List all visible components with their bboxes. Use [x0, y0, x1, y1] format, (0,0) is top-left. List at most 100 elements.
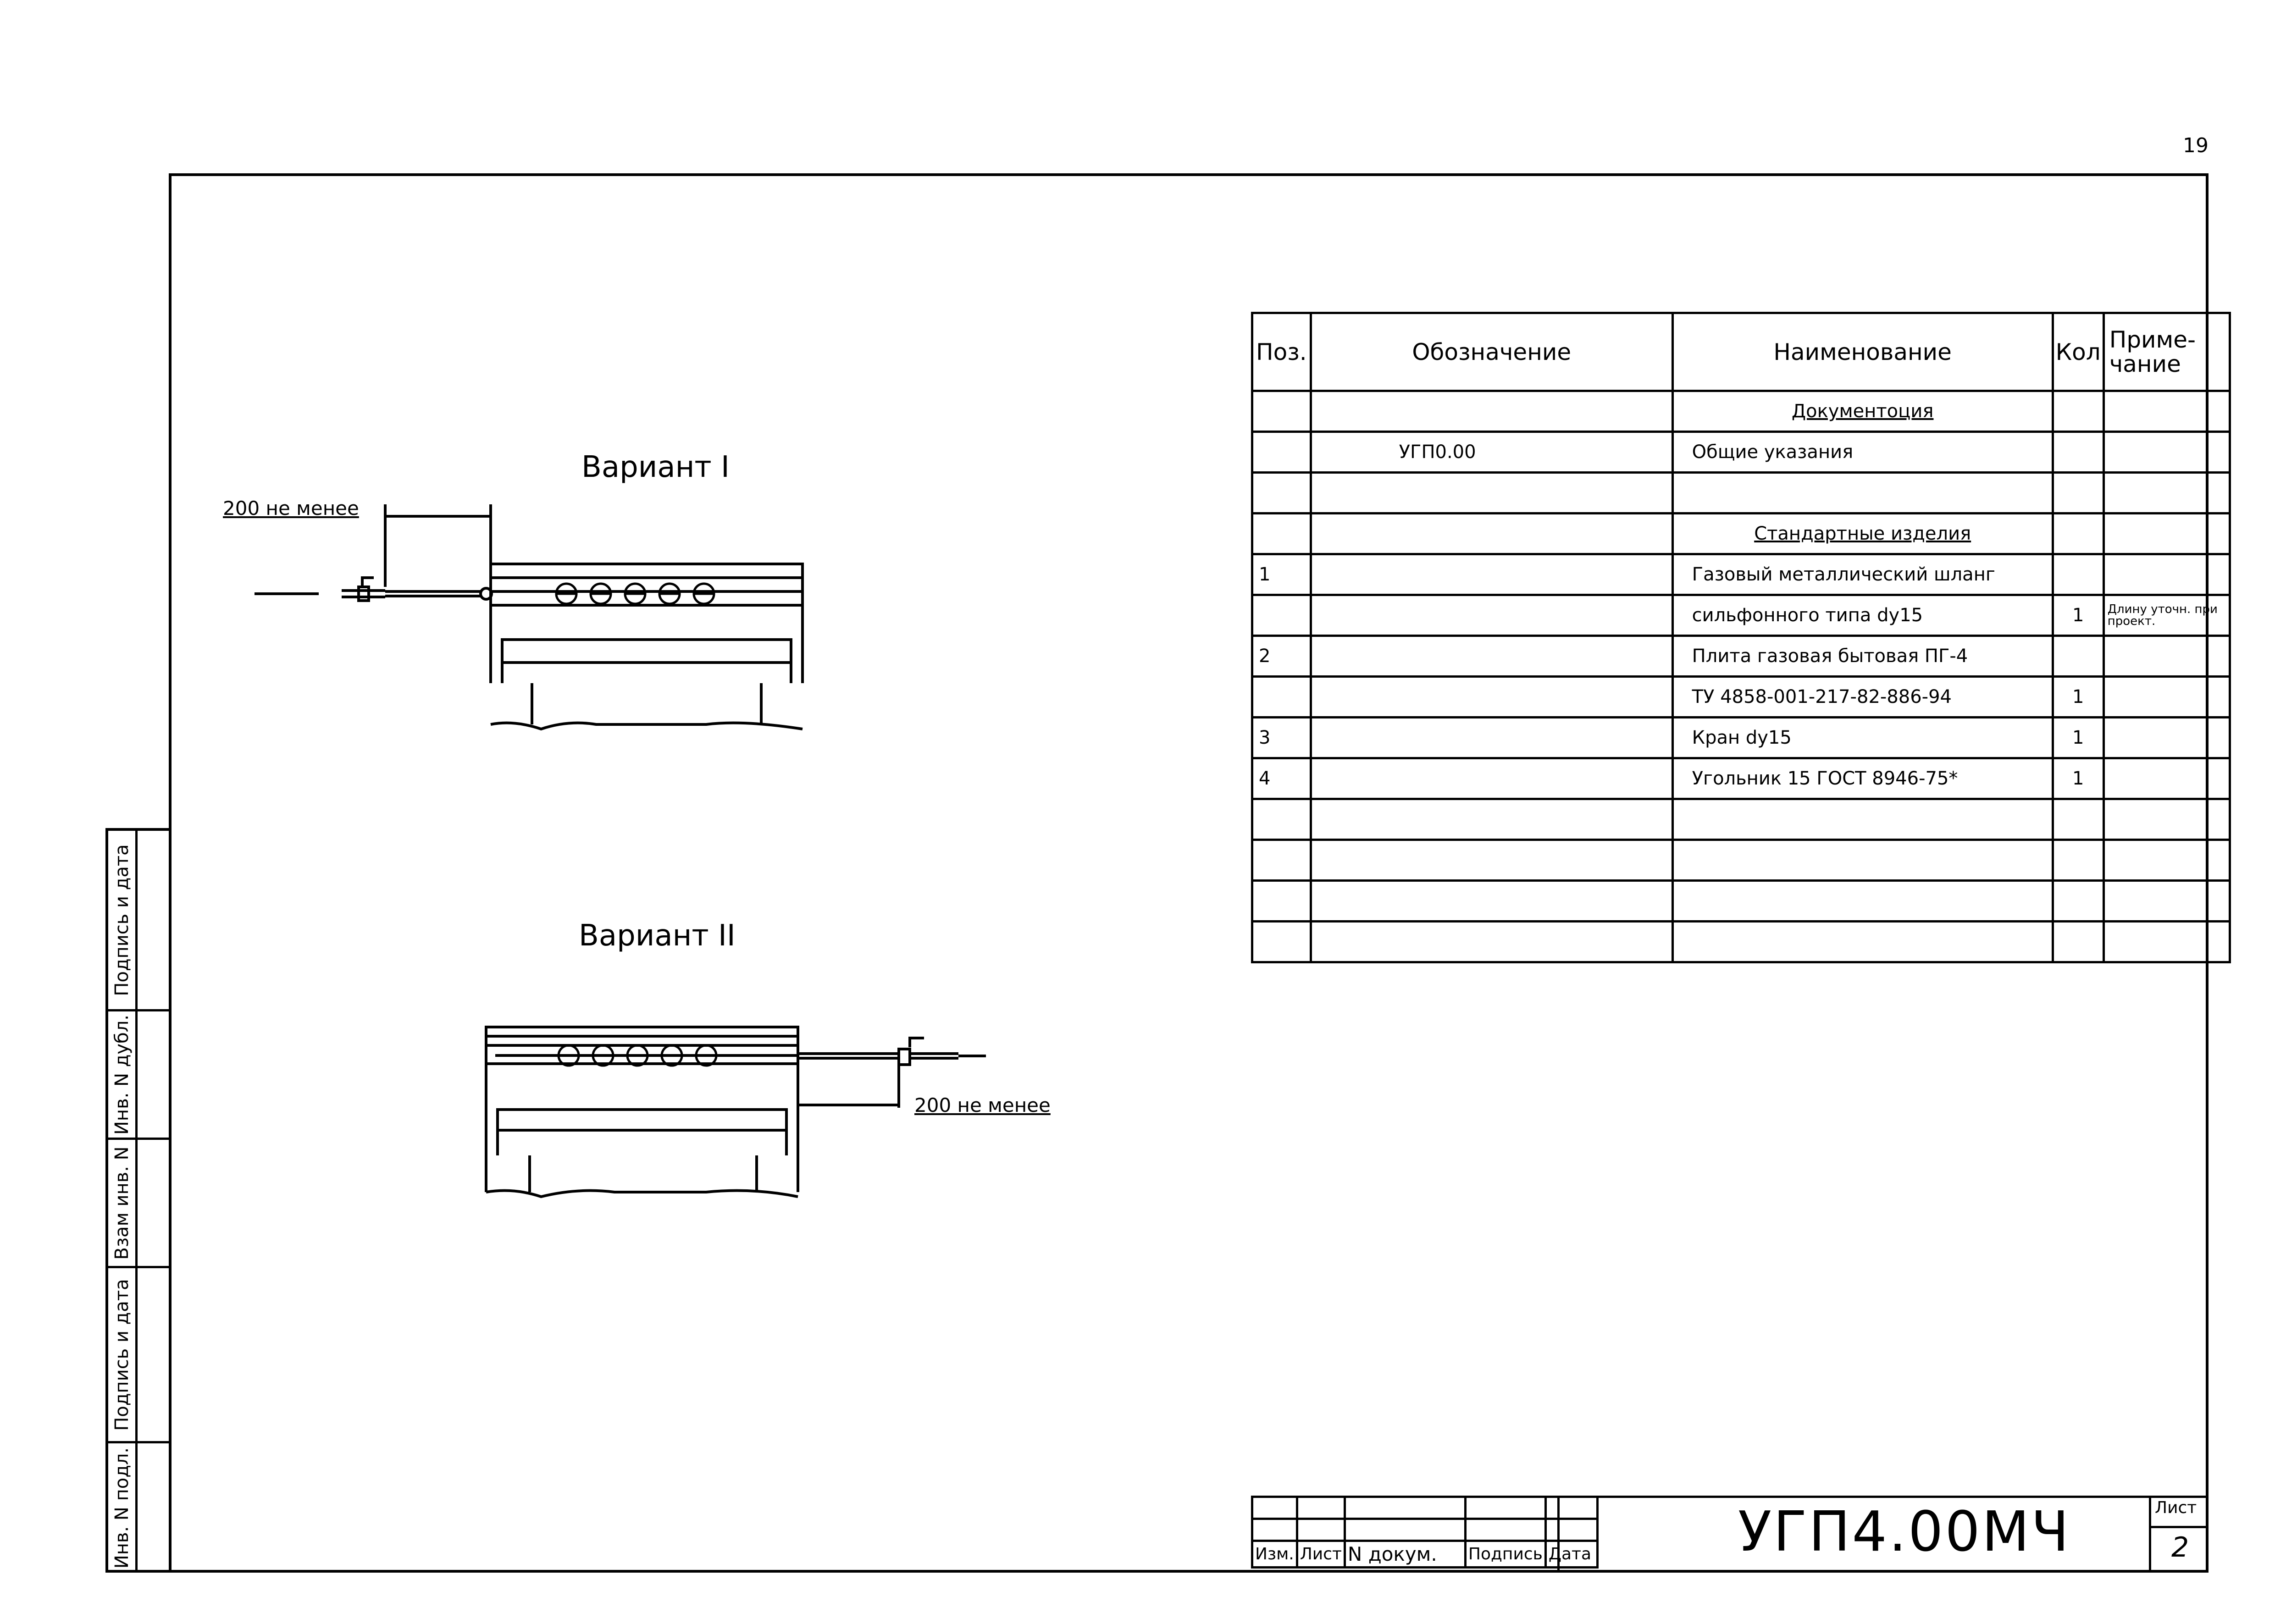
- spec-cell-designation: [1309, 471, 1674, 514]
- spec-cell-designation: [1309, 879, 1674, 922]
- side-stamp-cell: Подпись и дата: [108, 831, 169, 1011]
- spec-cell-designation: УГП0.00: [1309, 431, 1674, 474]
- spec-cell-qty: [2051, 512, 2105, 555]
- spec-cell-qty: [2051, 471, 2105, 514]
- variant1-title: Вариант I: [581, 450, 730, 484]
- spec-cell-pos: [1251, 879, 1312, 922]
- spec-cell-qty: [2051, 431, 2105, 474]
- title-label-list: Лист: [1295, 1540, 1346, 1569]
- spec-cell-qty: 1: [2051, 675, 2105, 718]
- title-label-doc: N докум.: [1343, 1540, 1467, 1569]
- spec-cell-note: [2102, 798, 2231, 841]
- spec-cell-pos: [1251, 675, 1312, 718]
- spec-cell-qty: [2051, 879, 2105, 922]
- spec-cell-name: [1671, 920, 2054, 963]
- spec-cell-note: [2102, 390, 2231, 433]
- spec-cell-designation: [1309, 757, 1674, 800]
- header-name: Наименование: [1671, 312, 2054, 392]
- spec-cell-pos: [1251, 512, 1312, 555]
- spec-cell-designation: [1309, 594, 1674, 637]
- spec-cell-pos: [1251, 920, 1312, 963]
- spec-cell-name: Газовый металлический шланг: [1671, 553, 2054, 596]
- spec-cell-qty: [2051, 798, 2105, 841]
- spec-row: [1251, 920, 2231, 963]
- spec-cell-note: [2102, 635, 2231, 678]
- spec-cell-note: [2102, 675, 2231, 718]
- spec-cell-designation: [1309, 512, 1674, 555]
- variant2-title: Вариант II: [579, 919, 736, 953]
- spec-cell-note: [2102, 839, 2231, 882]
- side-stamp-label: Взам инв. N: [111, 1146, 133, 1260]
- document-code: УГП4.00МЧ: [1738, 1500, 2071, 1564]
- title-block-label-row: Изм. Лист N докум. Подпись Дата: [1251, 1540, 1599, 1569]
- side-stamp-cell: Взам инв. N: [108, 1140, 169, 1268]
- side-stamp-cell: Инв. N дубл.: [108, 1011, 169, 1140]
- title-block-main: [1557, 1496, 2209, 1573]
- header-pos: Поз.: [1251, 312, 1312, 392]
- spec-cell-qty: [2051, 839, 2105, 882]
- spec-cell-designation: [1309, 635, 1674, 678]
- spec-row: [1251, 471, 2231, 514]
- spec-cell-name: [1671, 471, 2054, 514]
- spec-cell-designation: [1309, 390, 1674, 433]
- sheet-label: Лист: [2155, 1498, 2197, 1517]
- spec-cell-qty: [2051, 635, 2105, 678]
- side-stamp-label: Инв. N подл.: [111, 1447, 133, 1569]
- side-stamp-label: Подпись и дата: [111, 1278, 133, 1431]
- spec-cell-name: [1671, 839, 2054, 882]
- spec-cell-name: [1671, 798, 2054, 841]
- spec-cell-designation: [1309, 798, 1674, 841]
- side-stamp-label: Инв. N дубл.: [111, 1014, 133, 1135]
- spec-row: Стандартные изделия: [1251, 512, 2231, 555]
- spec-cell-note: [2102, 920, 2231, 963]
- title-label-sign: Подпись: [1464, 1540, 1547, 1569]
- spec-cell-pos: [1251, 594, 1312, 637]
- spec-cell-note: [2102, 553, 2231, 596]
- page-number: 19: [2183, 134, 2209, 157]
- specification-table: Поз. Обозначение Наименование Кол Приме-…: [1251, 312, 2231, 963]
- variant2-stove-drawing: [485, 1026, 986, 1199]
- spec-cell-designation: [1309, 920, 1674, 963]
- spec-cell-qty: [2051, 920, 2105, 963]
- spec-cell-pos: 2: [1251, 635, 1312, 678]
- spec-cell-designation: [1309, 839, 1674, 882]
- spec-cell-pos: [1251, 431, 1312, 474]
- spec-cell-note: [2102, 471, 2231, 514]
- spec-cell-note: [2102, 431, 2231, 474]
- variant1-dimension-label: 200 не менее: [223, 497, 359, 519]
- side-stamp-cell: Инв. N подл.: [108, 1443, 169, 1573]
- spec-cell-note: [2102, 879, 2231, 922]
- spec-cell-qty: [2051, 553, 2105, 596]
- sheet-number-box: [2151, 1526, 2209, 1528]
- side-stamp-cell: Подпись и дата: [108, 1268, 169, 1443]
- title-block-grid: Изм. Лист N докум. Подпись Дата: [1251, 1496, 1599, 1569]
- spec-header-row: Поз. Обозначение Наименование Кол Приме-…: [1251, 312, 2231, 392]
- side-stamp-label: Подпись и дата: [111, 844, 133, 996]
- spec-row: [1251, 839, 2231, 882]
- variant1-stove-drawing: [255, 504, 804, 731]
- spec-cell-qty: 1: [2051, 716, 2105, 759]
- spec-cell-note: Длину уточн. при проект.: [2102, 594, 2231, 637]
- spec-cell-designation: [1309, 553, 1674, 596]
- header-note: Приме- чание: [2102, 312, 2231, 392]
- spec-cell-pos: [1251, 471, 1312, 514]
- spec-cell-qty: 1: [2051, 594, 2105, 637]
- spec-row: Документоция: [1251, 390, 2231, 433]
- sheet-number: 2: [2171, 1531, 2189, 1563]
- spec-cell-qty: [2051, 390, 2105, 433]
- spec-cell-note: [2102, 757, 2231, 800]
- spec-cell-name: Стандартные изделия: [1671, 512, 2054, 555]
- spec-cell-name: [1671, 879, 2054, 922]
- spec-cell-note: [2102, 512, 2231, 555]
- title-block-row: [1251, 1496, 1599, 1520]
- spec-row: [1251, 798, 2231, 841]
- spec-cell-designation: [1309, 675, 1674, 718]
- spec-cell-name: Кран dy15: [1671, 716, 2054, 759]
